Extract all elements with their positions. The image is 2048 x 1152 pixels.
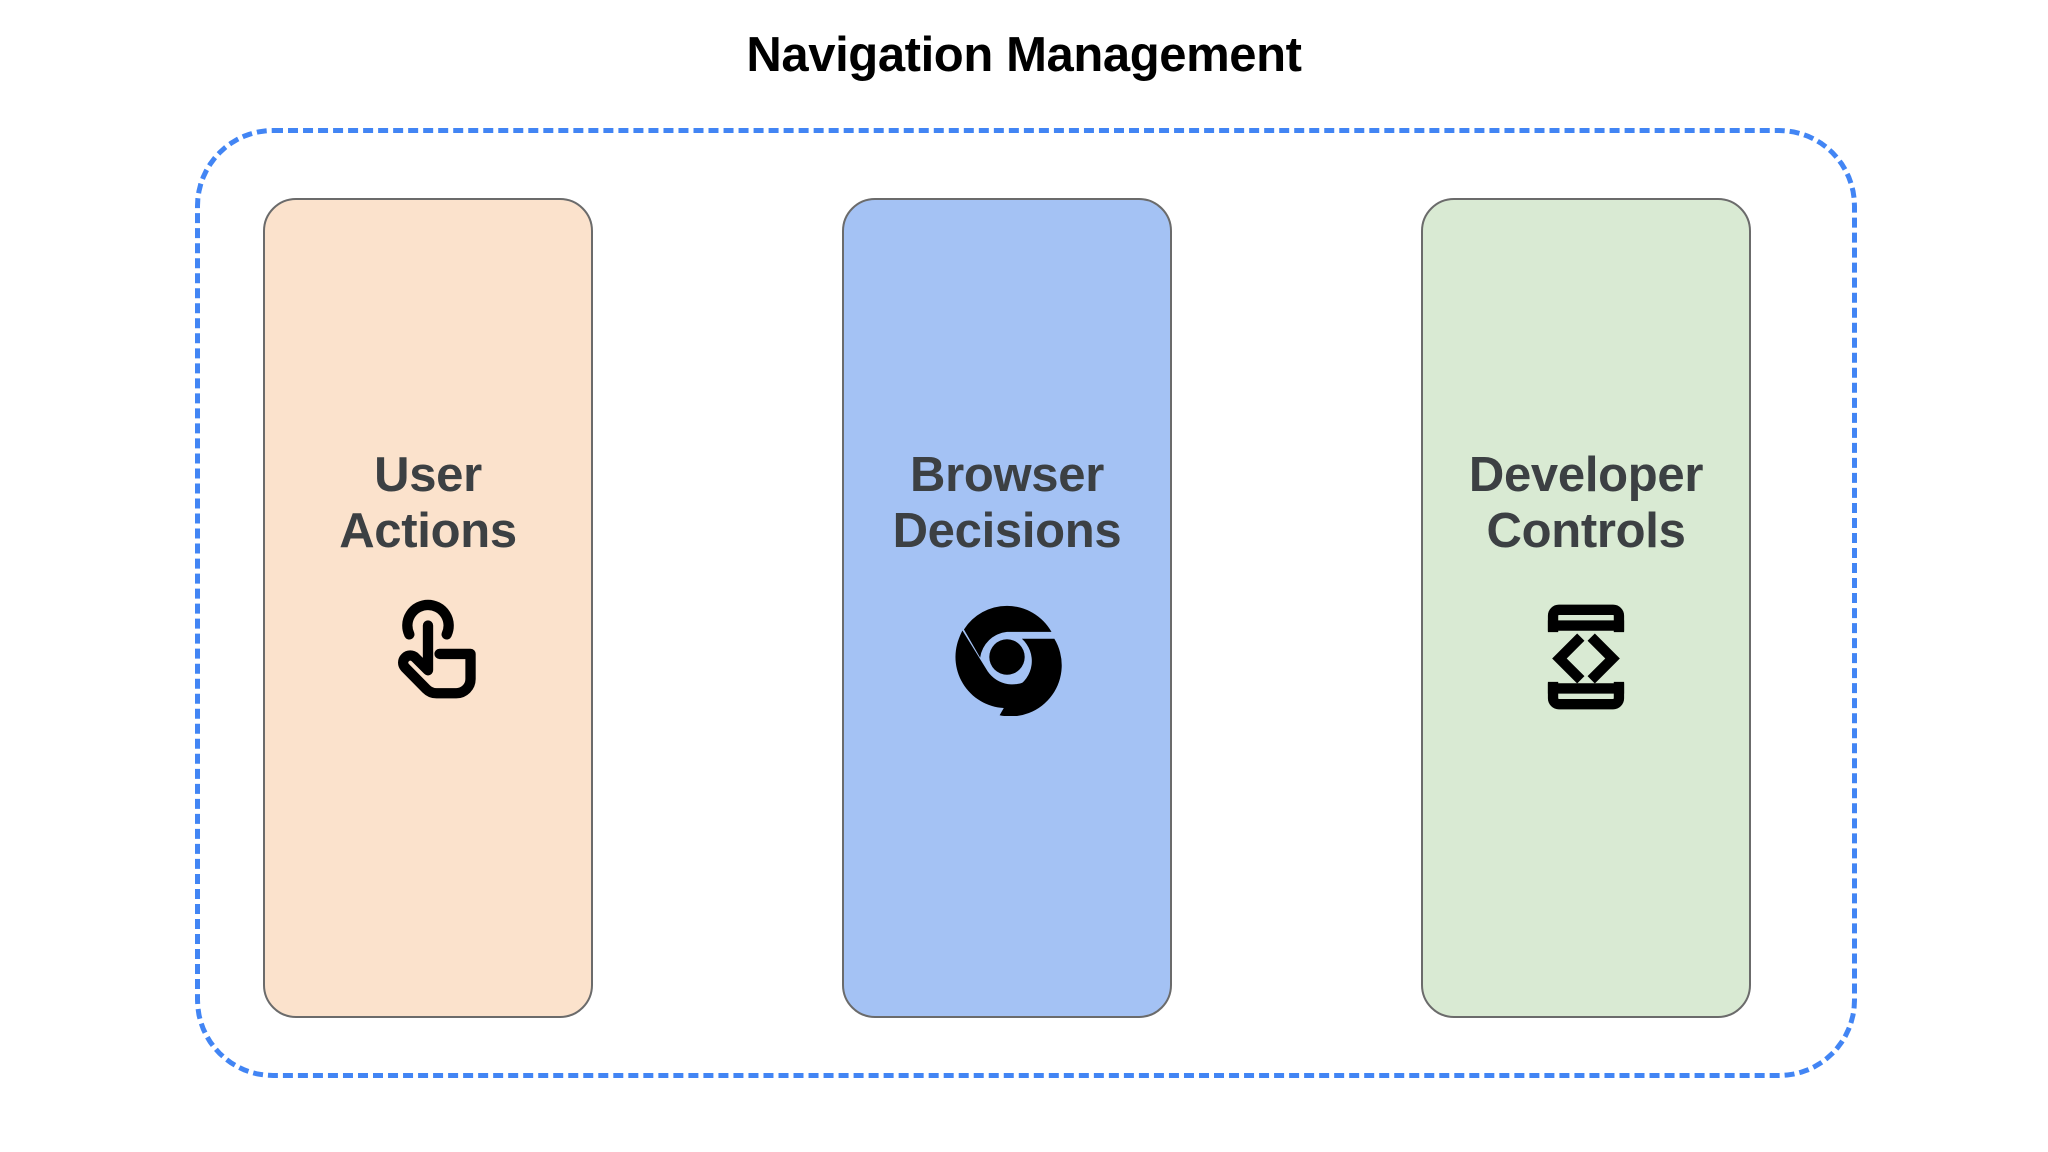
card-browser-decisions[interactable]: Browser Decisions xyxy=(842,198,1172,1018)
card-developer-controls-content: Developer Controls xyxy=(1469,448,1703,716)
touch-gesture-icon xyxy=(369,598,487,716)
chrome-browser-icon xyxy=(948,598,1066,716)
card-developer-controls[interactable]: Developer Controls xyxy=(1421,198,1751,1018)
navigation-management-group-container xyxy=(195,128,1857,1078)
card-browser-decisions-label: Browser Decisions xyxy=(892,448,1122,558)
developer-mode-code-icon xyxy=(1527,598,1645,716)
card-user-actions-label: User Actions xyxy=(339,448,517,558)
page-title: Navigation Management xyxy=(746,28,1302,82)
card-user-actions[interactable]: User Actions xyxy=(263,198,593,1018)
card-user-actions-content: User Actions xyxy=(339,448,517,716)
card-browser-decisions-content: Browser Decisions xyxy=(893,448,1122,716)
card-developer-controls-label: Developer Controls xyxy=(1468,448,1704,558)
